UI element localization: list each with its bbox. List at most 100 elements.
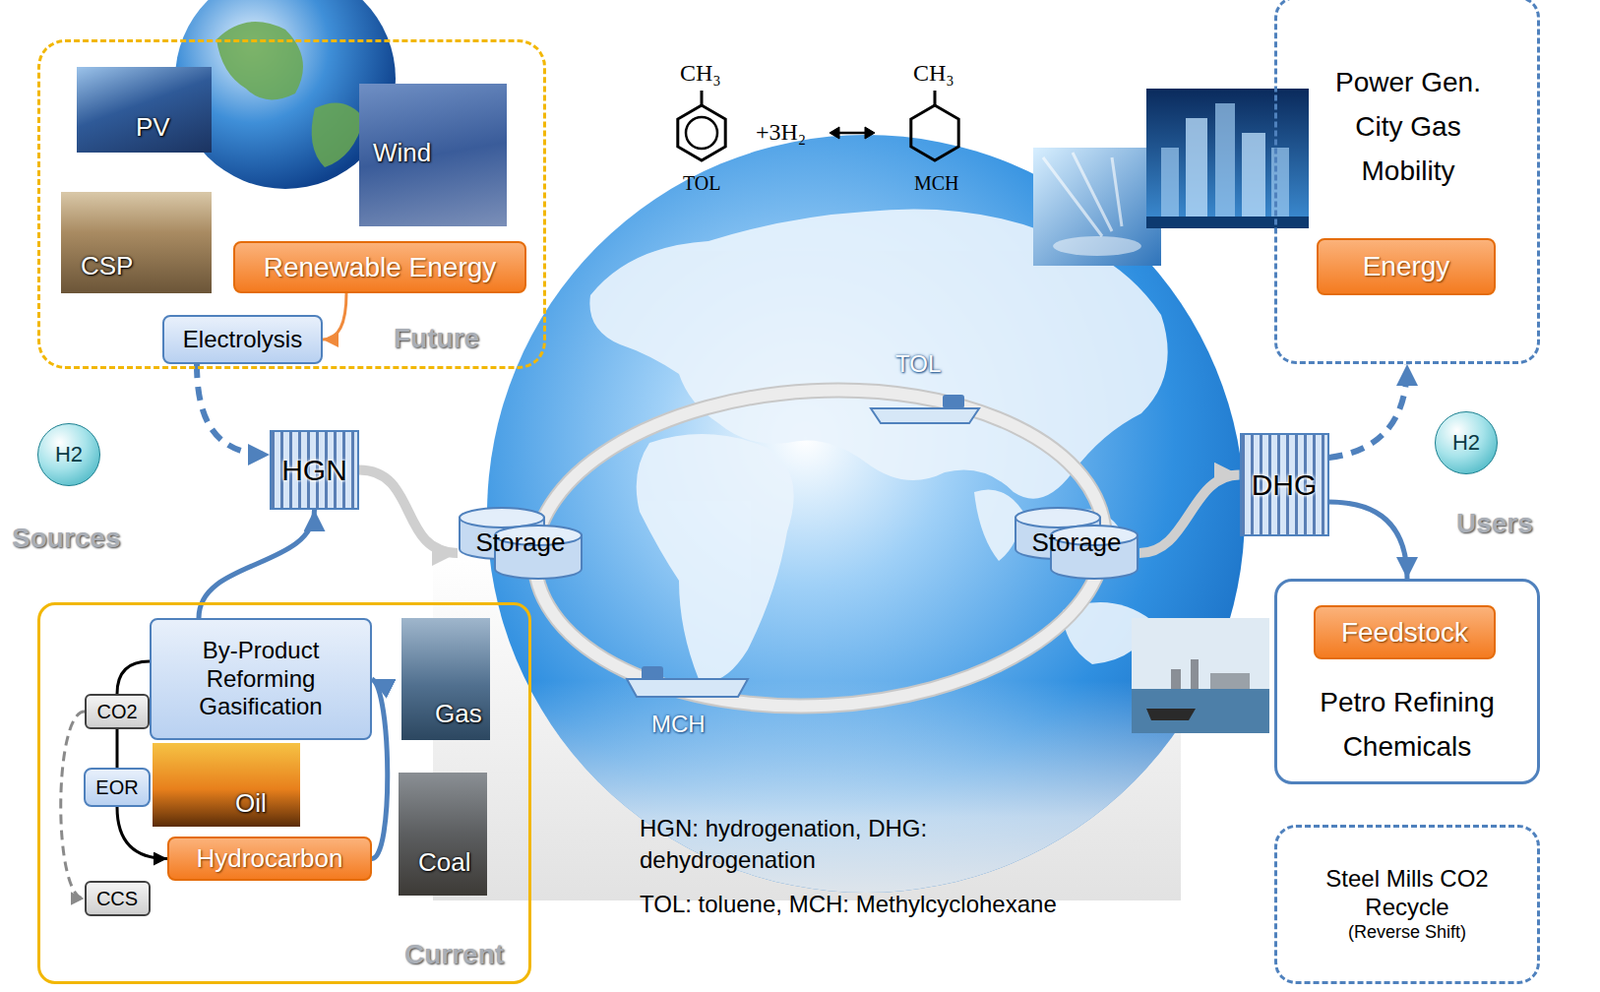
photo-panel: Oil	[152, 742, 301, 827]
chemical-formula-part	[677, 105, 726, 161]
chemical-formula-part	[911, 105, 959, 161]
formula-text-holder: +3H₂	[755, 118, 806, 147]
side-label: Users	[1456, 506, 1534, 541]
storage-tank: Storage	[1013, 503, 1140, 583]
node-text: Current	[404, 937, 504, 972]
node-text: Storage	[475, 527, 565, 558]
process-box: CCS	[84, 880, 151, 917]
category-box: Hydrocarbon	[167, 836, 372, 881]
port-photo-part	[1170, 669, 1181, 689]
photo-panel: PV	[76, 66, 212, 153]
ship-label: MCH	[651, 710, 706, 739]
node-text: CSP	[80, 250, 133, 282]
chemical-formula-part	[933, 90, 937, 106]
option-box: Steel Mills CO2 Recycle(Reverse Shift)	[1274, 824, 1540, 985]
chemical-formula-part	[829, 126, 875, 139]
city-photo-part	[1052, 236, 1142, 256]
flow-arrow	[196, 364, 270, 455]
flow-arrow	[117, 661, 150, 694]
small-globe-part	[216, 21, 304, 100]
energy-region: Power Gen. City Gas MobilityEnergy	[1274, 0, 1540, 365]
node-text: H2	[1452, 430, 1480, 456]
flow-arrow	[1329, 501, 1409, 579]
side-label-holder: Sources	[11, 521, 122, 555]
flow-arrow	[1139, 475, 1240, 554]
node-text: Feedstock	[1341, 615, 1469, 650]
city-photo-part	[1043, 152, 1122, 237]
ship-label: TOL	[895, 350, 941, 379]
photo-panel: Gas	[401, 617, 491, 740]
node-text: Wind	[372, 137, 431, 169]
formula-text: CH₃	[913, 59, 955, 88]
chemical-formula	[677, 90, 959, 161]
feedstock-region: Petro Refining Chemicals Feedstock	[1274, 578, 1540, 785]
shipping-ring-part	[526, 375, 1113, 721]
process-box: CO2	[84, 693, 150, 730]
tanker-ship-part	[942, 394, 965, 409]
flow-arrow	[116, 729, 120, 768]
photo-panel: Coal	[398, 772, 488, 896]
flow-arrow	[322, 293, 347, 340]
node-text: Storage	[1031, 527, 1121, 558]
future-region: FuturePVWindCSPRenewable EnergyElectroly…	[37, 39, 547, 370]
city-photo-part	[1161, 147, 1179, 217]
abbreviation-note-holder: HGN: hydrogenation, DHG: dehydrogenation	[639, 812, 1014, 876]
process-box: EOR	[83, 767, 151, 807]
flow-arrow	[61, 711, 85, 899]
storage-tank: Storage	[457, 503, 584, 583]
node-text: Energy	[1362, 249, 1451, 284]
process-box: By-Product Reforming Gasification	[149, 617, 372, 740]
tanker-ship	[626, 394, 980, 697]
city-photo-part	[1215, 103, 1235, 217]
node-text: CCS	[96, 886, 138, 911]
tanker-ship-part	[870, 408, 980, 424]
node-text: Petro Refining Chemicals	[1301, 679, 1513, 769]
hydrogen-circle: H2	[37, 423, 101, 487]
chemical-formula-part	[838, 131, 866, 135]
category-box: Feedstock	[1313, 605, 1496, 660]
chemical-formula-part	[700, 90, 704, 106]
port-photo-part	[1190, 659, 1199, 689]
compound-name-holder: TOL	[682, 171, 722, 195]
compound-name: TOL	[682, 171, 722, 195]
tanker-ship-part	[641, 666, 664, 680]
city-photo-part	[1033, 147, 1162, 266]
port-photo	[1131, 617, 1270, 734]
port-photo-part	[1210, 673, 1250, 689]
ship-label-holder: TOL	[895, 350, 941, 379]
formula-text-holder: CH₃	[913, 59, 955, 88]
world-globe	[487, 134, 1245, 893]
city-photo	[1033, 88, 1309, 266]
flow-arrow	[359, 470, 458, 554]
node-text: HGN	[281, 452, 348, 489]
category-box: Renewable Energy	[233, 241, 527, 294]
reactor-unit: DHG	[1239, 432, 1330, 537]
side-label: Sources	[11, 521, 122, 555]
flow-arrow	[371, 678, 388, 860]
node-text: EOR	[95, 775, 138, 800]
shipping-ring-part	[526, 375, 1113, 721]
port-photo-part	[1131, 617, 1270, 734]
node-text: Electrolysis	[183, 325, 303, 355]
abbreviation-note: HGN: hydrogenation, DHG: dehydrogenation	[639, 812, 1014, 876]
formula-text-holder: CH₃	[679, 59, 722, 88]
formula-text: CH₃	[679, 59, 722, 88]
node-text: DHG	[1251, 467, 1318, 503]
ship-label-holder: MCH	[651, 710, 706, 739]
node-text: Coal	[418, 847, 471, 878]
port-photo-part	[1146, 708, 1196, 721]
node-text: (Reverse Shift)	[1348, 922, 1467, 944]
city-photo-part	[1185, 118, 1208, 217]
node-text: Oil	[235, 788, 267, 819]
node-text: CO2	[96, 699, 137, 724]
world-globe-part	[487, 134, 1245, 893]
process-box: Electrolysis	[162, 314, 323, 365]
node-text: Renewable Energy	[263, 250, 497, 285]
city-photo-part	[1146, 216, 1309, 229]
abbreviation-note-holder: TOL: toluene, MCH: Methylcyclohexane	[639, 888, 1057, 921]
node-text: Steel Mills CO2 Recycle	[1323, 864, 1491, 923]
compound-name-holder: MCH	[914, 171, 960, 195]
hydrogen-circle: H2	[1434, 411, 1498, 475]
city-photo-part	[1146, 88, 1309, 229]
